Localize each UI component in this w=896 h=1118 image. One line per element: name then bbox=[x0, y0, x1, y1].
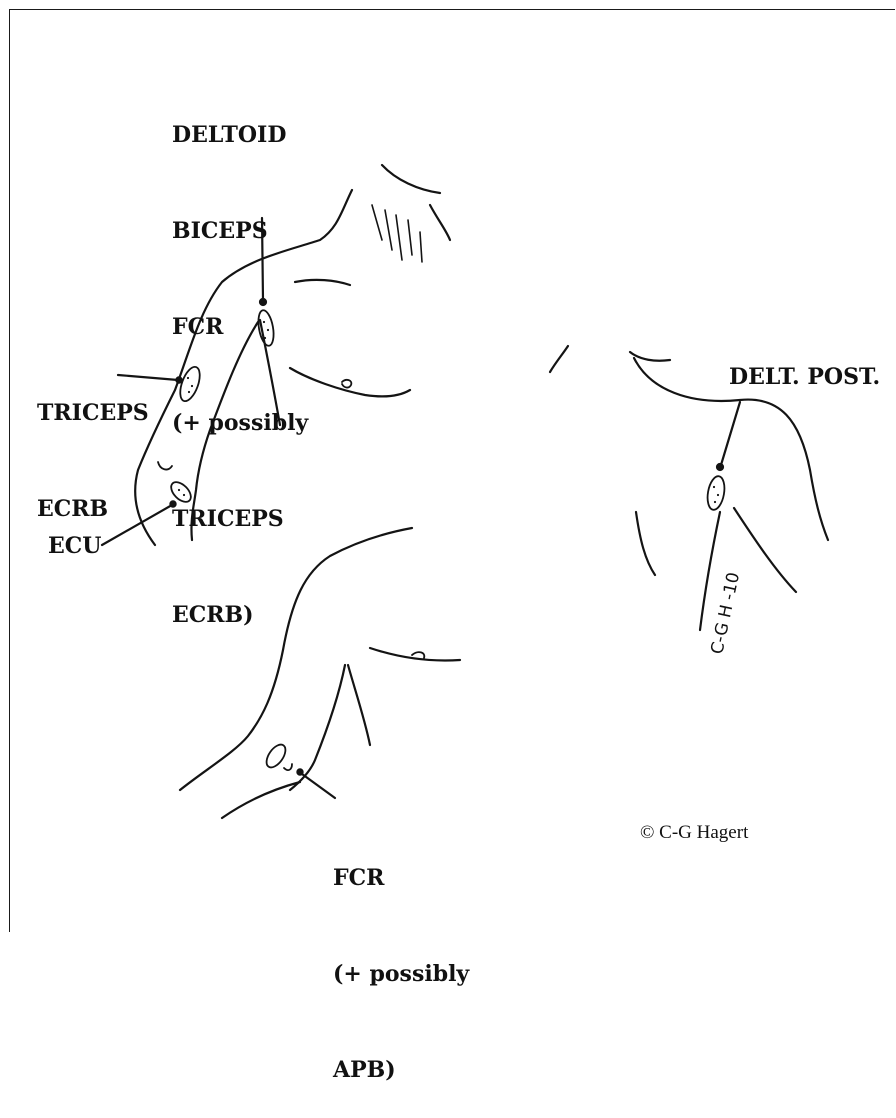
neck-outline bbox=[382, 165, 440, 193]
label-line: ECRB) bbox=[172, 599, 308, 631]
label-line: BICEPS bbox=[172, 215, 308, 247]
label-deltoid-group: DELTOID BICEPS FCR (+ possibly TRICEPS E… bbox=[172, 55, 308, 663]
pointer-bottom bbox=[302, 774, 335, 798]
label-line: TRICEPS bbox=[172, 503, 308, 535]
label-ecu: ECU bbox=[48, 530, 101, 562]
label-line: TRICEPS bbox=[37, 397, 149, 429]
nipple-mark bbox=[342, 380, 351, 388]
label-triceps-group: TRICEPS ECRB bbox=[37, 333, 149, 557]
label-line: ECRB bbox=[37, 493, 149, 525]
label-line: FCR bbox=[172, 311, 308, 343]
shoulder-side bbox=[348, 665, 370, 745]
arm-front-contour bbox=[734, 508, 796, 592]
label-fcr-group: FCR (+ possibly APB) bbox=[333, 798, 469, 1118]
label-line: FCR bbox=[333, 862, 469, 894]
back-neck-contour bbox=[630, 352, 670, 361]
delt-post-point-area bbox=[705, 475, 727, 511]
scapula-contour bbox=[636, 512, 655, 575]
chest-contour-bottom bbox=[370, 648, 460, 661]
fcr-point-area bbox=[263, 741, 289, 770]
label-line: DELTOID bbox=[172, 119, 308, 151]
artist-signature: C-G H -10 bbox=[707, 571, 744, 657]
copyright-notice: © C-G Hagert bbox=[640, 822, 748, 844]
label-line: (+ possibly bbox=[172, 407, 308, 439]
label-line: APB) bbox=[333, 1054, 469, 1086]
neck-strokes bbox=[372, 205, 422, 262]
pointer-delt-post bbox=[721, 402, 740, 465]
label-delt-post: DELT. POST. bbox=[729, 361, 880, 393]
neck-right bbox=[430, 205, 450, 240]
elbow-mark bbox=[158, 462, 172, 469]
thumb-mark bbox=[284, 764, 292, 770]
forearm-lower bbox=[222, 782, 300, 818]
back-left-contour bbox=[550, 346, 568, 372]
nipple-mark-bottom bbox=[412, 652, 424, 658]
label-line: (+ possibly bbox=[333, 958, 469, 990]
